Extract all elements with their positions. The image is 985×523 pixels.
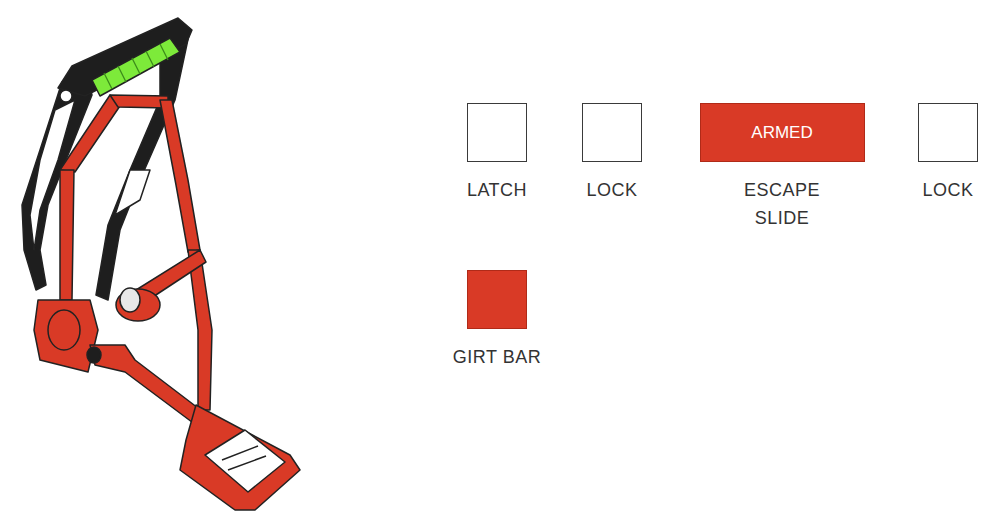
pedal-frame — [180, 405, 300, 510]
front-plate — [22, 70, 92, 290]
hub — [48, 310, 80, 350]
indicator-label: LOCK — [586, 176, 637, 204]
indicator-node: GIRT BAR — [453, 270, 541, 371]
handle-bar — [58, 18, 192, 96]
pedal-bar — [222, 446, 266, 470]
indicator-light — [467, 270, 527, 329]
bolt — [87, 347, 101, 363]
status-text: ARMED — [751, 123, 812, 143]
indicator-node: LATCH — [467, 103, 527, 204]
indicator-node: ARMED ESCAPE SLIDE — [700, 103, 865, 232]
indicator-light — [467, 103, 527, 162]
frame-lower-left — [34, 300, 98, 372]
frame-upper-left — [60, 95, 122, 172]
indicator-label: LOCK — [922, 176, 973, 204]
shaft-end — [120, 288, 140, 312]
frame-right-arm — [160, 100, 200, 252]
frame-left-arm — [60, 170, 74, 300]
frame-cross — [120, 250, 206, 312]
frame-top — [110, 95, 168, 108]
handle-grip — [92, 38, 180, 96]
indicator-light — [582, 103, 642, 162]
indicator-node: LOCK — [918, 103, 978, 204]
indicator-label: ESCAPE SLIDE — [727, 176, 837, 232]
indicator-light: ARMED — [700, 103, 865, 162]
pivot — [60, 90, 72, 102]
indicator-label: LATCH — [467, 176, 527, 204]
bearing — [116, 289, 160, 321]
pedal-opening — [205, 430, 285, 492]
frame-lower-right — [188, 250, 212, 410]
indicator-node: LOCK — [582, 103, 642, 204]
plate-cutout — [115, 170, 150, 215]
indicator-label: GIRT BAR — [453, 343, 541, 371]
indicator-light — [918, 103, 978, 162]
